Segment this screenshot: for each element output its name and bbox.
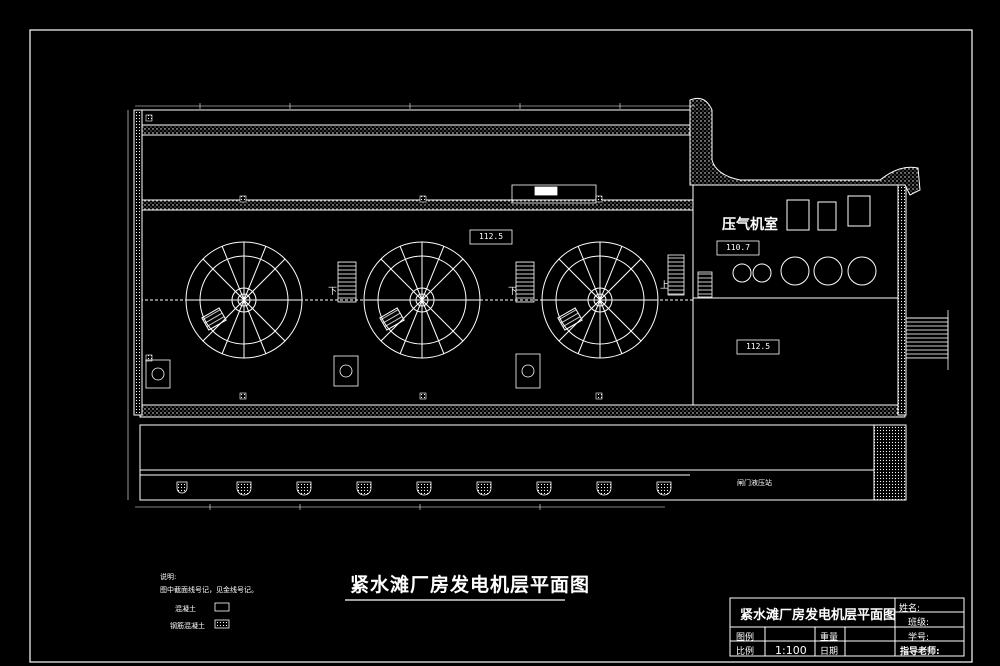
down-mark-1: 下: [328, 287, 338, 297]
dimension-lines: [127, 103, 695, 510]
lower-gallery: [139, 424, 907, 501]
tb-date-label: 日期: [820, 647, 839, 657]
generator-unit-2: [363, 241, 481, 359]
elevation-boxes: [469, 229, 780, 355]
tb-class-label: 班级:: [908, 618, 930, 628]
tb-weight-label: 重量: [820, 633, 839, 643]
tb-ratio-label: 图例: [736, 633, 755, 643]
tb-name-label: 姓名:: [899, 604, 921, 614]
tb-student-no-label: 学号:: [908, 633, 930, 643]
legend-box-rc: [214, 619, 230, 629]
legend-box-concrete: [214, 602, 230, 612]
compressor-room-label: 压气机室: [722, 217, 778, 233]
legend-concrete-label: 混凝土: [175, 605, 196, 613]
notes-heading: 说明:: [160, 573, 177, 581]
tb-scale-value: 1:100: [775, 644, 807, 657]
sheet-border: [29, 29, 973, 663]
title-block-title: 紧水滩厂房发电机层平面图: [740, 608, 897, 623]
elevation-label-3: 112.5: [745, 342, 771, 351]
exit-stair: [905, 310, 949, 370]
elevation-label-1: 112.5: [478, 232, 504, 241]
compressor-equipment: [732, 195, 877, 286]
auxiliary-equipment: [145, 184, 597, 389]
rock-mass: [689, 97, 921, 196]
tb-scale-label: 比例: [736, 647, 755, 657]
tb-advisor-label: 指导老师:: [900, 647, 940, 657]
legend-rc-label: 钢筋混凝土: [170, 622, 205, 630]
title-block-grid: [729, 597, 965, 657]
draft-tube-outlets: [176, 481, 672, 496]
up-mark: 上: [660, 281, 670, 291]
building-outline: [133, 109, 907, 418]
drawing-title: 紧水滩厂房发电机层平面图: [350, 574, 591, 596]
down-mark-2: 下: [508, 287, 518, 297]
notes-line-1: 图中截面线号记，见金线号记。: [160, 586, 258, 594]
stairways: [337, 254, 713, 303]
generator-unit-3: [541, 241, 659, 359]
column-markers: [145, 114, 603, 400]
elevation-label-2: 110.7: [725, 243, 751, 252]
gate-hydraulic-label: 闸门液压站: [737, 479, 772, 487]
generator-unit-1: [185, 241, 303, 359]
